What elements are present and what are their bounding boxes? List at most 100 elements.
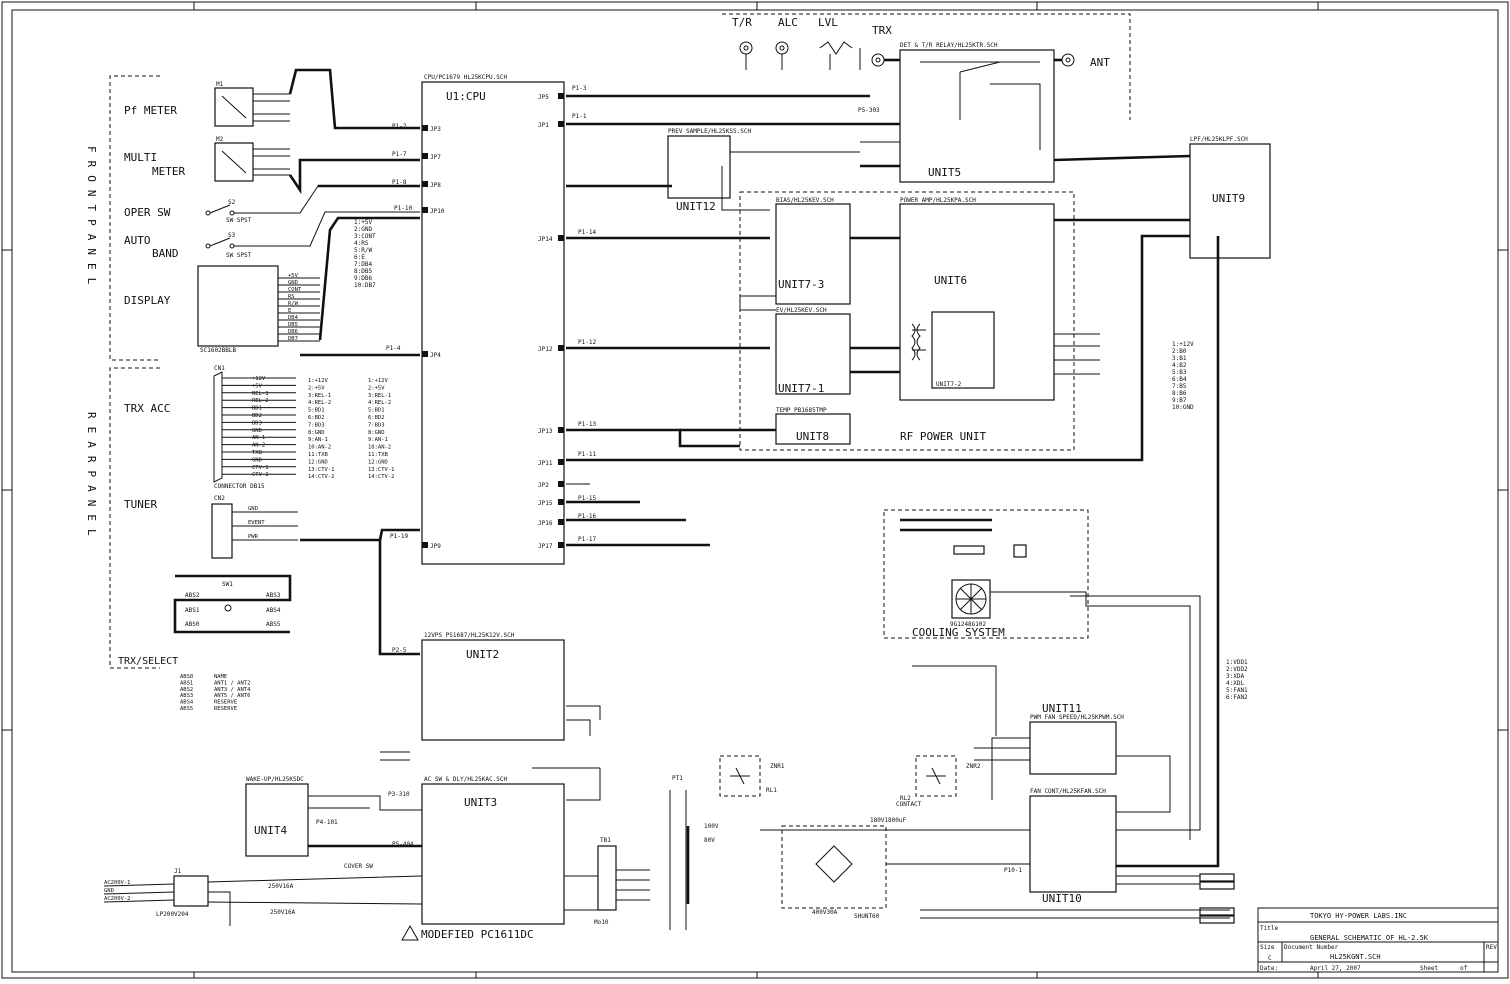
svg-text:SW SPST: SW SPST <box>226 252 252 259</box>
select-table-name: RESERVE <box>214 706 237 712</box>
u1-pin-marker <box>422 125 428 131</box>
trx-acc-bus-item: 1:+12V <box>368 378 389 384</box>
harness-label: P3-310 <box>388 791 410 798</box>
pa-bus-item: 1:+12V <box>1172 341 1194 348</box>
trx-acc-bus-item: 6:BD2 <box>308 415 325 421</box>
svg-text:EV/HL25KEV.SCH: EV/HL25KEV.SCH <box>776 307 827 314</box>
harness-label: P1-4 <box>386 345 401 352</box>
svg-text:ABS0: ABS0 <box>185 621 200 628</box>
u1-pin-label: JP2 <box>538 482 549 489</box>
trx-acc-pin-label: CTV-1 <box>252 465 269 471</box>
svg-text:UNIT10: UNIT10 <box>1042 892 1082 905</box>
trx-acc-bus-item: 5:BD1 <box>308 408 325 414</box>
harness-label: P1-17 <box>578 536 596 543</box>
u1-pin-marker <box>558 121 564 127</box>
u1-pin-marker <box>558 499 564 505</box>
trx-acc-pin-label: REL-2 <box>252 398 269 404</box>
band-label: BAND <box>152 247 179 260</box>
ac-input-wire <box>103 899 175 903</box>
svg-text:UNIT7-1: UNIT7-1 <box>778 382 824 395</box>
trx-acc-pin-label: GND <box>252 428 262 434</box>
display-pin-label: RS <box>288 294 295 300</box>
pa-bus-item: 3:B1 <box>1172 355 1187 362</box>
docnum-value: HL25KGNT.SCH <box>1330 953 1381 961</box>
meter-bus <box>288 68 420 130</box>
harness-label: P1-14 <box>578 229 596 236</box>
fan-bus-item: 4:XDL <box>1226 680 1244 687</box>
cpu-bus-item: 2:GND <box>354 226 372 233</box>
trx-acc-bus-item: 8:GND <box>368 430 385 436</box>
svg-text:UNIT2: UNIT2 <box>466 648 499 661</box>
svg-text:UNIT7-2: UNIT7-2 <box>936 381 962 388</box>
tuner-pin-label: PWR <box>248 534 259 540</box>
svg-text:UNIT3: UNIT3 <box>464 796 497 809</box>
fan-bus-item: 6:FAN2 <box>1226 694 1248 701</box>
trx-acc-pin-label: BD2 <box>252 413 262 419</box>
trx-acc-label: TRX ACC <box>124 402 170 415</box>
svg-text:12VPS PS1687/HL25K12V.SCH: 12VPS PS1687/HL25K12V.SCH <box>424 632 515 639</box>
harness-label: P5-404 <box>392 841 414 848</box>
u1-pin-label: JP11 <box>538 460 553 467</box>
svg-text:POWER AMP/HL25KPA.SCH: POWER AMP/HL25KPA.SCH <box>900 197 976 204</box>
multi-label: MULTI <box>124 151 157 164</box>
rectifier-bridge: 400V30A <box>781 825 887 916</box>
svg-text:PT1: PT1 <box>672 775 683 782</box>
svg-text:ABS3: ABS3 <box>266 592 281 599</box>
u1-pin-list: JP3JP7JP8JP10JP4JP9JP5JP1JP14JP12JP13JP1… <box>316 85 1022 874</box>
harness-label: P1-16 <box>578 513 596 520</box>
svg-text:UNIT5: UNIT5 <box>928 166 961 179</box>
u1-pin-label: JP1 <box>538 122 549 129</box>
title-label: Title <box>1260 925 1278 932</box>
unit-10: FAN CONT/HL25KFAN.SCH UNIT10 <box>1029 788 1117 905</box>
svg-text:ABS4: ABS4 <box>266 607 281 614</box>
u1-pin-label: JP3 <box>430 126 441 133</box>
drawing-title: GENERAL SCHEMATIC OF HL-2.5K <box>1310 934 1429 942</box>
svg-text:J1: J1 <box>174 868 182 875</box>
trx-acc-bus-item: 14:CTV-2 <box>368 474 395 480</box>
trx-acc-bus-item: 1:+12V <box>308 378 329 384</box>
display-bus <box>318 216 420 341</box>
unit-7-3: BIAS/HL25KEV.SCH UNIT7-3 <box>775 197 851 305</box>
trx-acc-bus-item: 12:GND <box>308 459 328 465</box>
svg-text:ZNR1: ZNR1 <box>770 763 785 770</box>
harness-label: P10-1 <box>1004 867 1022 874</box>
trx-acc-bus-item: 10:AN-2 <box>368 445 391 451</box>
u1-pin-marker <box>422 181 428 187</box>
svg-text:RL2: RL2 <box>900 795 911 802</box>
harness-label: P1-10 <box>394 205 412 212</box>
trx-acc-pin-label: AN-1 <box>252 435 265 441</box>
select-table-code: ABS0 <box>180 674 193 680</box>
fuse-1-label: 250V16A <box>268 883 294 890</box>
trx-acc-bus-item: 13:CTV-1 <box>308 467 335 473</box>
oper-sw-label: OPER SW <box>124 206 171 219</box>
u1-pin-label: JP13 <box>538 428 553 435</box>
svg-text:BIAS/HL25KEV.SCH: BIAS/HL25KEV.SCH <box>776 197 834 204</box>
trx-acc-pin-label: TXB <box>252 450 263 456</box>
harness-label: P5-303 <box>858 107 880 114</box>
harness-label: P1-11 <box>578 451 596 458</box>
tr-label: T/R <box>732 16 752 29</box>
display-pin-label: DB6 <box>288 329 298 335</box>
svg-text:Mo10: Mo10 <box>594 919 609 926</box>
pa-bus-item: 7:B5 <box>1172 383 1187 390</box>
svg-text:LPF/HL25KLPF.SCH: LPF/HL25KLPF.SCH <box>1190 136 1248 143</box>
u1-pin-label: JP15 <box>538 500 553 507</box>
multi-meter: M2 <box>214 136 254 182</box>
unit-7-1: EV/HL25KEV.SCH UNIT7-1 <box>775 307 851 395</box>
rear-panel-label: REARPANEL <box>85 412 98 544</box>
trx-acc-bus-item: 14:CTV-2 <box>308 474 335 480</box>
svg-text:RL1: RL1 <box>766 787 777 794</box>
harness-label: P1-3 <box>572 85 587 92</box>
unit-8: TEMP PB1685TMP UNIT8 <box>775 407 851 445</box>
select-table-name: RESERVE <box>214 700 237 706</box>
trx-acc-bus-item: 4:REL-2 <box>368 400 391 406</box>
svg-text:FAN CONT/HL25KFAN.SCH: FAN CONT/HL25KFAN.SCH <box>1030 788 1106 795</box>
date-label: Date: <box>1260 965 1278 972</box>
fan-bus-item: 1:VDD1 <box>1226 659 1248 666</box>
cpu-bus-item: 6:E <box>354 254 365 261</box>
display-pin-label: CONT <box>288 287 302 293</box>
trx-acc-pin-label: AN-2 <box>252 443 265 449</box>
